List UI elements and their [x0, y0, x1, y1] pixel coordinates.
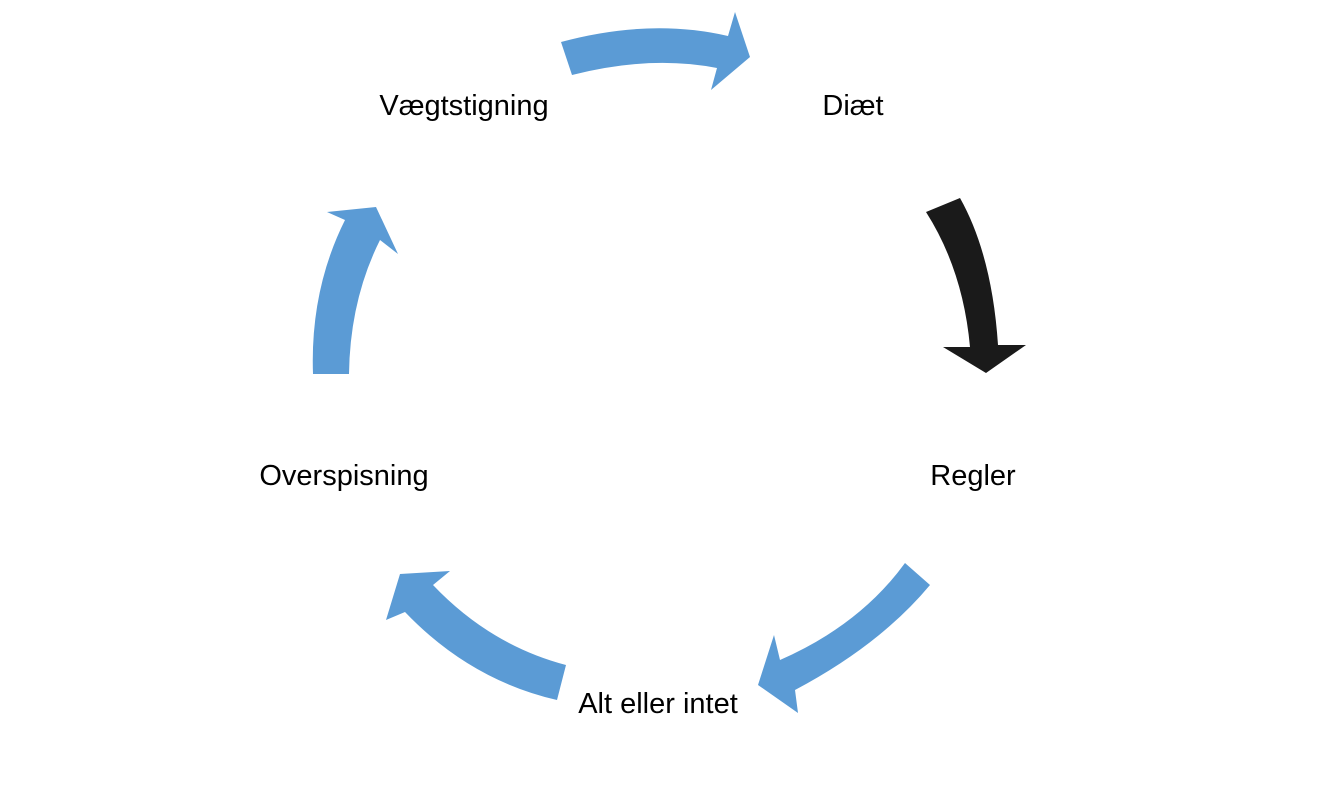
- node-all-or-nothing: Alt eller intet: [578, 688, 738, 720]
- node-diet: Diæt: [822, 90, 883, 122]
- arrow-overeating-to-weight-gain: [312, 207, 398, 374]
- node-rules: Regler: [930, 460, 1016, 492]
- node-overeating: Overspisning: [259, 460, 428, 492]
- arrow-rules-to-all-or-nothing: [758, 563, 930, 713]
- arrow-weight-gain-to-diet: [561, 12, 750, 90]
- arrow-diet-to-rules: [926, 198, 1026, 373]
- arrow-all-or-nothing-to-overeating: [386, 571, 566, 700]
- node-weight-gain: Vægtstigning: [379, 90, 548, 122]
